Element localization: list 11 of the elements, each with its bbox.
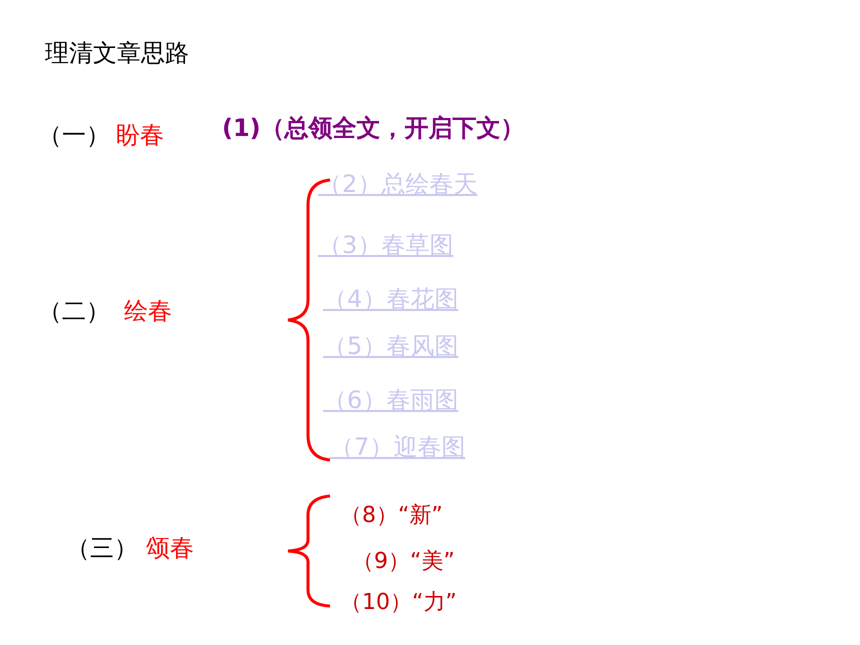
list-item: （10）“力” bbox=[340, 589, 457, 617]
section-number: （一） bbox=[38, 120, 110, 150]
section-number: （二） bbox=[38, 296, 110, 326]
section-title: 盼春 bbox=[116, 120, 164, 150]
section-title: 颂春 bbox=[146, 533, 194, 563]
section-number: （三） bbox=[66, 533, 138, 563]
list-item: （9）“美” bbox=[352, 548, 455, 576]
heading: 理清文章思路 bbox=[45, 38, 189, 68]
list-item: （8）“新” bbox=[340, 502, 443, 530]
summary-note: (1)（总领全文，开启下文） bbox=[222, 113, 525, 143]
section-title: 绘春 bbox=[124, 296, 172, 326]
